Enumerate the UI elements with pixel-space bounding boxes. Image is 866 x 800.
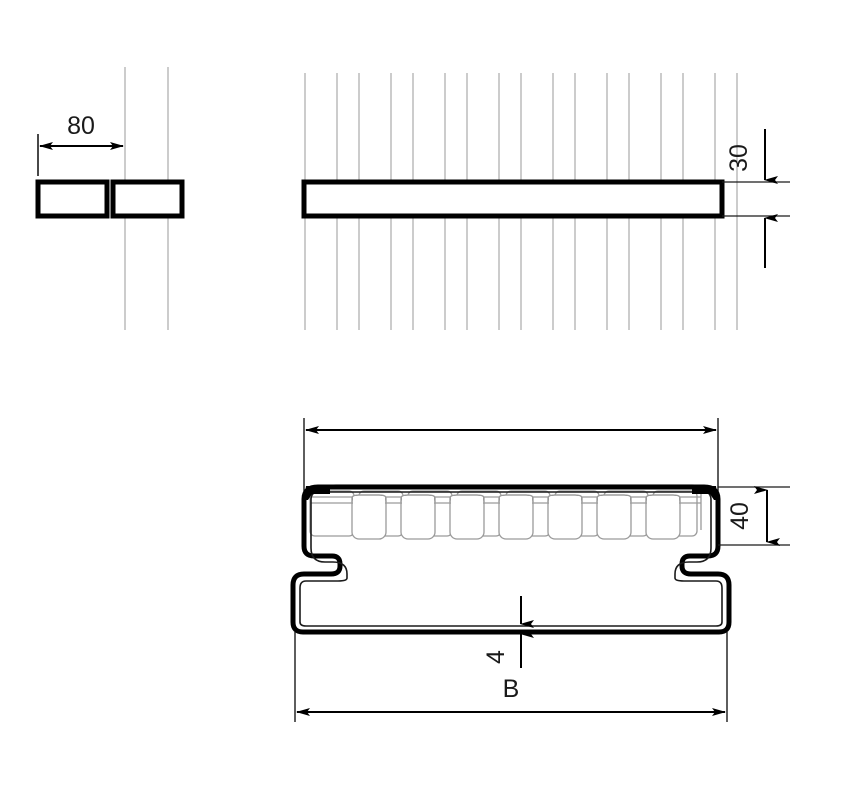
side-view-bar [301, 179, 725, 219]
insert-connector [309, 490, 355, 537]
end-view-bar-right [110, 179, 185, 219]
insert-block-top-edges [351, 494, 681, 502]
insert-rail-masks [353, 496, 679, 505]
section-channel-outer-profile [290, 484, 732, 635]
section-channel-inner-profile [299, 491, 723, 627]
section-corner-blob-right [692, 486, 718, 500]
dimension-label-80: 80 [67, 112, 95, 140]
side-view-group: 30 [301, 73, 790, 330]
dimension-label-40: 40 [726, 502, 754, 530]
dimension-label-30: 30 [725, 144, 753, 172]
end-view-group: 80 [35, 67, 185, 330]
end-view-bar-left [35, 179, 110, 219]
insert-blocks [351, 494, 681, 540]
section-view-group: 40 4 B [290, 418, 790, 722]
dimension-label-4: 4 [482, 650, 510, 664]
section-insert-pattern [309, 490, 701, 540]
dimension-label-B: B [503, 675, 520, 703]
section-corner-blob-left [304, 486, 330, 500]
